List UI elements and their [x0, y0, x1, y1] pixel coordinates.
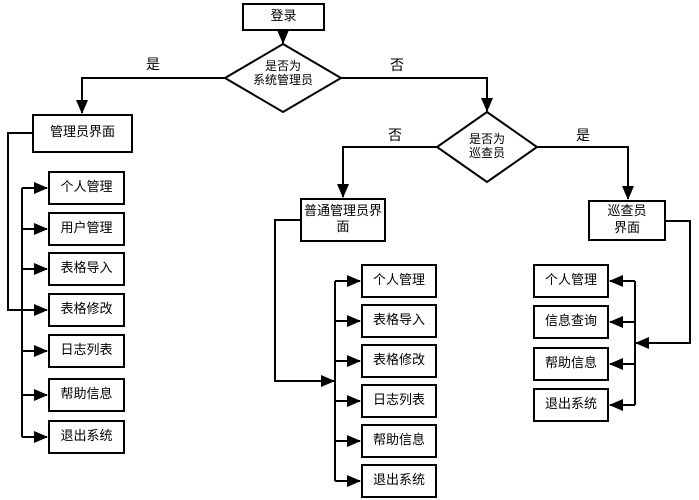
node-normal-menu-item: 退出系统: [361, 464, 437, 498]
node-label-line: 巡查员: [607, 204, 647, 220]
node-admin-menu-item: 个人管理: [48, 171, 125, 205]
edge-decision-admin-no: [341, 77, 493, 112]
edge-inspector-to-menu: [635, 220, 691, 349]
node-inspector-menu-item: 退出系统: [533, 388, 609, 422]
node-admin-menu-item: 表格导入: [48, 252, 125, 286]
node-normal-admin-panel: 普通管理员界 面: [300, 198, 386, 242]
node-normal-menu-item: 帮助信息: [361, 424, 437, 458]
node-admin-panel: 管理员界面: [32, 114, 133, 153]
edge-label-admin-no: 否: [390, 58, 404, 74]
edge-label-inspector-no: 否: [388, 128, 402, 144]
node-inspector-menu-item: 帮助信息: [533, 347, 609, 381]
node-inspector-menu-item: 信息查询: [533, 305, 609, 339]
node-login: 登录: [242, 3, 325, 31]
node-decision-admin-label: 是否为 系统管理员: [233, 59, 333, 88]
node-label-line: 普通管理员界: [303, 203, 382, 219]
decision-line: 是否为: [468, 132, 505, 146]
node-label-line: 界面: [613, 220, 640, 236]
edge-admin-panel-to-menu: [7, 132, 48, 316]
edge-normal-admin-to-menu: [274, 219, 335, 387]
node-normal-menu-item: 个人管理: [361, 264, 437, 298]
edge-decision-admin-yes: [76, 77, 225, 114]
decision-inspector-diamond: [435, 110, 539, 184]
node-normal-menu-item: 表格修改: [361, 344, 437, 378]
edge-label-admin-yes: 是: [146, 57, 160, 73]
node-admin-menu-item: 退出系统: [48, 420, 125, 454]
node-decision-inspector-label: 是否为 巡查员: [437, 132, 537, 161]
node-admin-menu-item: 表格修改: [48, 293, 125, 327]
node-inspector-menu-item: 个人管理: [533, 264, 609, 298]
decision-line: 系统管理员: [252, 73, 313, 88]
edge-label-inspector-yes: 是: [576, 128, 590, 144]
decision-line: 是否为: [264, 59, 301, 73]
node-admin-menu-item: 日志列表: [48, 334, 125, 368]
node-normal-menu-item: 日志列表: [361, 384, 437, 418]
node-normal-menu-item: 表格导入: [361, 304, 437, 338]
node-inspector-panel: 巡查员 界面: [588, 200, 666, 241]
decision-line: 巡查员: [468, 146, 505, 161]
node-label-line: 面: [336, 220, 350, 235]
decision-admin-diamond: [223, 42, 343, 114]
node-admin-menu-item: 帮助信息: [48, 378, 125, 412]
edge-decision-inspector-no: [337, 146, 437, 198]
node-admin-menu-item: 用户管理: [48, 212, 125, 246]
edge-decision-inspector-yes: [537, 146, 634, 200]
